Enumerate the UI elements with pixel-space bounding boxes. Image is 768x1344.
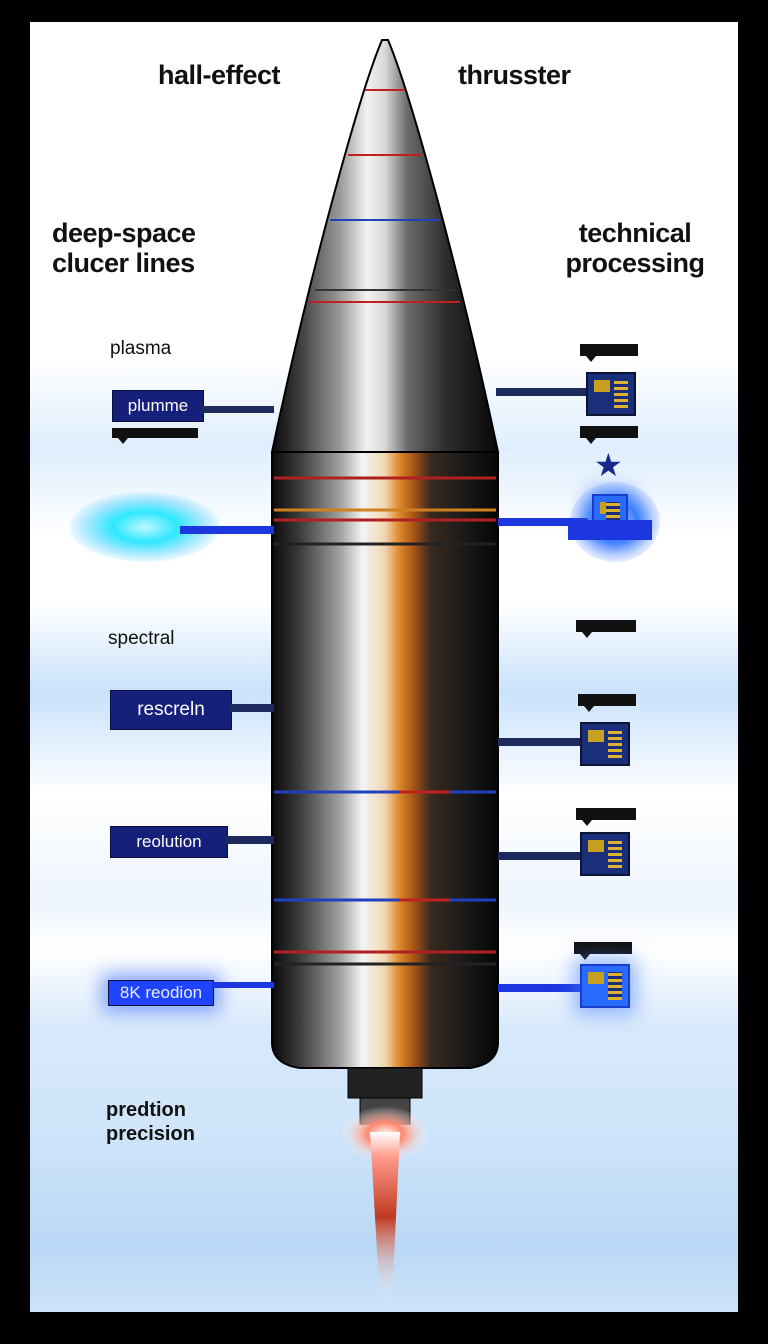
label-spectral: spectral xyxy=(108,628,175,650)
electronic-module-icon xyxy=(580,964,630,1008)
title-right: thrusster xyxy=(458,60,571,91)
line-plume xyxy=(202,406,274,413)
tag-plume xyxy=(112,428,198,438)
line-8k xyxy=(212,982,274,988)
exhaust-flame xyxy=(370,1132,400,1302)
line-right-1 xyxy=(496,388,586,396)
subtitle-left: deep-space clucer lines xyxy=(52,218,252,278)
tag-right-1 xyxy=(580,344,638,356)
electronic-module-icon xyxy=(580,722,630,766)
box-resolution: reolution xyxy=(110,826,228,858)
connector-right-glow xyxy=(568,520,652,540)
tag-right-3 xyxy=(576,620,636,632)
tag-right-2 xyxy=(580,426,638,438)
electronic-module-icon xyxy=(586,372,636,416)
nozzle xyxy=(348,1068,422,1098)
label-plasma: plasma xyxy=(110,338,171,360)
tag-right-5 xyxy=(576,808,636,820)
line-resolution xyxy=(226,836,274,844)
tag-right-6 xyxy=(574,942,632,954)
electronic-module-icon xyxy=(580,832,630,876)
box-8k: 8K reodion xyxy=(108,980,214,1006)
line-right-5 xyxy=(498,852,582,860)
line-plasma-glow xyxy=(180,526,274,534)
nose-cone xyxy=(272,40,498,452)
tag-right-4 xyxy=(578,694,636,706)
box-rescreen: rescreln xyxy=(110,690,232,730)
star-icon: ★ xyxy=(594,446,623,484)
title-left: hall-effect xyxy=(158,60,280,91)
box-plume: plumme xyxy=(112,390,204,422)
diagram-panel: hall-effect thrusster deep-space clucer … xyxy=(30,22,738,1312)
line-rescreen xyxy=(230,704,274,712)
label-prediction: predtion precision xyxy=(106,1098,226,1146)
subtitle-right: technical processing xyxy=(550,218,720,278)
line-right-6 xyxy=(498,984,582,992)
line-right-4 xyxy=(498,738,582,746)
